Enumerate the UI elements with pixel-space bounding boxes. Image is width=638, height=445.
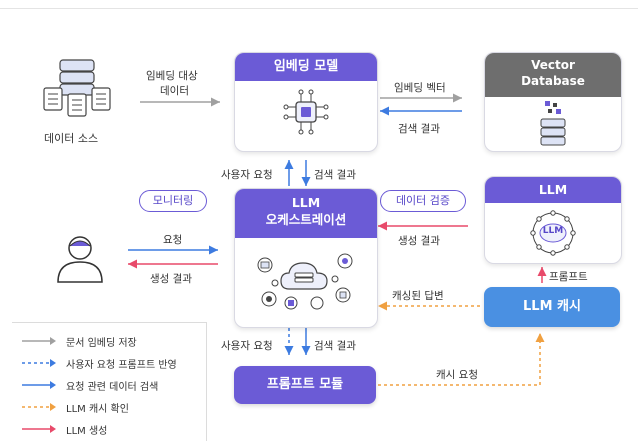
vector-db-line1: Vector bbox=[531, 58, 575, 72]
legend-swatch-blue bbox=[22, 381, 56, 389]
llm-title: LLM bbox=[485, 177, 621, 203]
top-divider bbox=[0, 8, 638, 9]
data-validation-pill[interactable]: 데이터 검증 bbox=[380, 190, 466, 212]
legend-label: 요청 관련 데이터 검색 bbox=[66, 382, 159, 393]
generation-result-left-label: 생성 결과 bbox=[150, 273, 192, 285]
orchestration-line2: 오케스트레이션 bbox=[265, 212, 347, 227]
llm-box[interactable]: LLM LLM bbox=[484, 176, 622, 264]
embedding-model-title: 임베딩 모델 bbox=[235, 53, 377, 81]
embedding-model-box[interactable]: 임베딩 모델 bbox=[234, 52, 378, 152]
user-icon bbox=[52, 232, 108, 288]
data-source-label: 데이터 소스 bbox=[44, 132, 99, 145]
cached-answer-label: 캐싱된 답변 bbox=[392, 290, 444, 302]
orchestration-line1: LLM bbox=[291, 195, 321, 210]
prompt-label: 프롬프트 bbox=[549, 271, 588, 283]
arrow-cache-request bbox=[378, 333, 545, 386]
embed-target-line2: 데이터 bbox=[160, 85, 189, 97]
llm-cache-box[interactable]: LLM 캐시 bbox=[484, 287, 620, 327]
search-result-mid-label: 검색 결과 bbox=[314, 169, 356, 181]
request-label: 요청 bbox=[163, 234, 183, 246]
llm-ring-icon: LLM bbox=[527, 207, 579, 263]
embed-target-line1: 임베딩 대상 bbox=[146, 70, 198, 82]
legend-label: LLM 생성 bbox=[66, 426, 108, 437]
legend-label: LLM 캐시 확인 bbox=[66, 404, 129, 415]
chip-icon bbox=[281, 87, 331, 141]
embed-vector-label: 임베딩 벡터 bbox=[394, 82, 446, 94]
llm-badge: LLM bbox=[542, 226, 564, 236]
legend-swatch-orange-dashed bbox=[22, 403, 56, 411]
search-result-top-label: 검색 결과 bbox=[398, 123, 440, 135]
generation-result-right-label: 생성 결과 bbox=[398, 235, 440, 247]
monitoring-pill[interactable]: 모니터링 bbox=[139, 190, 207, 212]
llm-orchestration-box[interactable]: LLM 오케스트레이션 bbox=[234, 188, 378, 328]
data-source-icon bbox=[42, 58, 112, 118]
user-request-bottom-label: 사용자 요청 bbox=[221, 340, 273, 352]
legend-label: 문서 임베딩 저장 bbox=[66, 338, 137, 349]
vector-db-line2: Database bbox=[521, 74, 585, 88]
legend-swatch-blue-dashed bbox=[22, 359, 56, 367]
prompt-module-box[interactable]: 프롬프트 모듈 bbox=[234, 366, 376, 404]
search-result-bottom-label: 검색 결과 bbox=[314, 340, 356, 352]
cache-request-label: 캐시 요청 bbox=[436, 369, 478, 381]
legend-swatch-red bbox=[22, 425, 56, 433]
cloud-network-icon bbox=[255, 245, 357, 319]
user-request-mid-label: 사용자 요청 bbox=[221, 169, 273, 181]
legend-label: 사용자 요청 프롬프트 반영 bbox=[66, 360, 177, 371]
vector-database-box[interactable]: Vector Database bbox=[484, 52, 622, 152]
legend-swatch-gray bbox=[22, 337, 56, 345]
legend: 문서 임베딩 저장 사용자 요청 프롬프트 반영 요청 관련 데이터 검색 LL… bbox=[12, 322, 207, 441]
database-icon bbox=[533, 99, 573, 151]
